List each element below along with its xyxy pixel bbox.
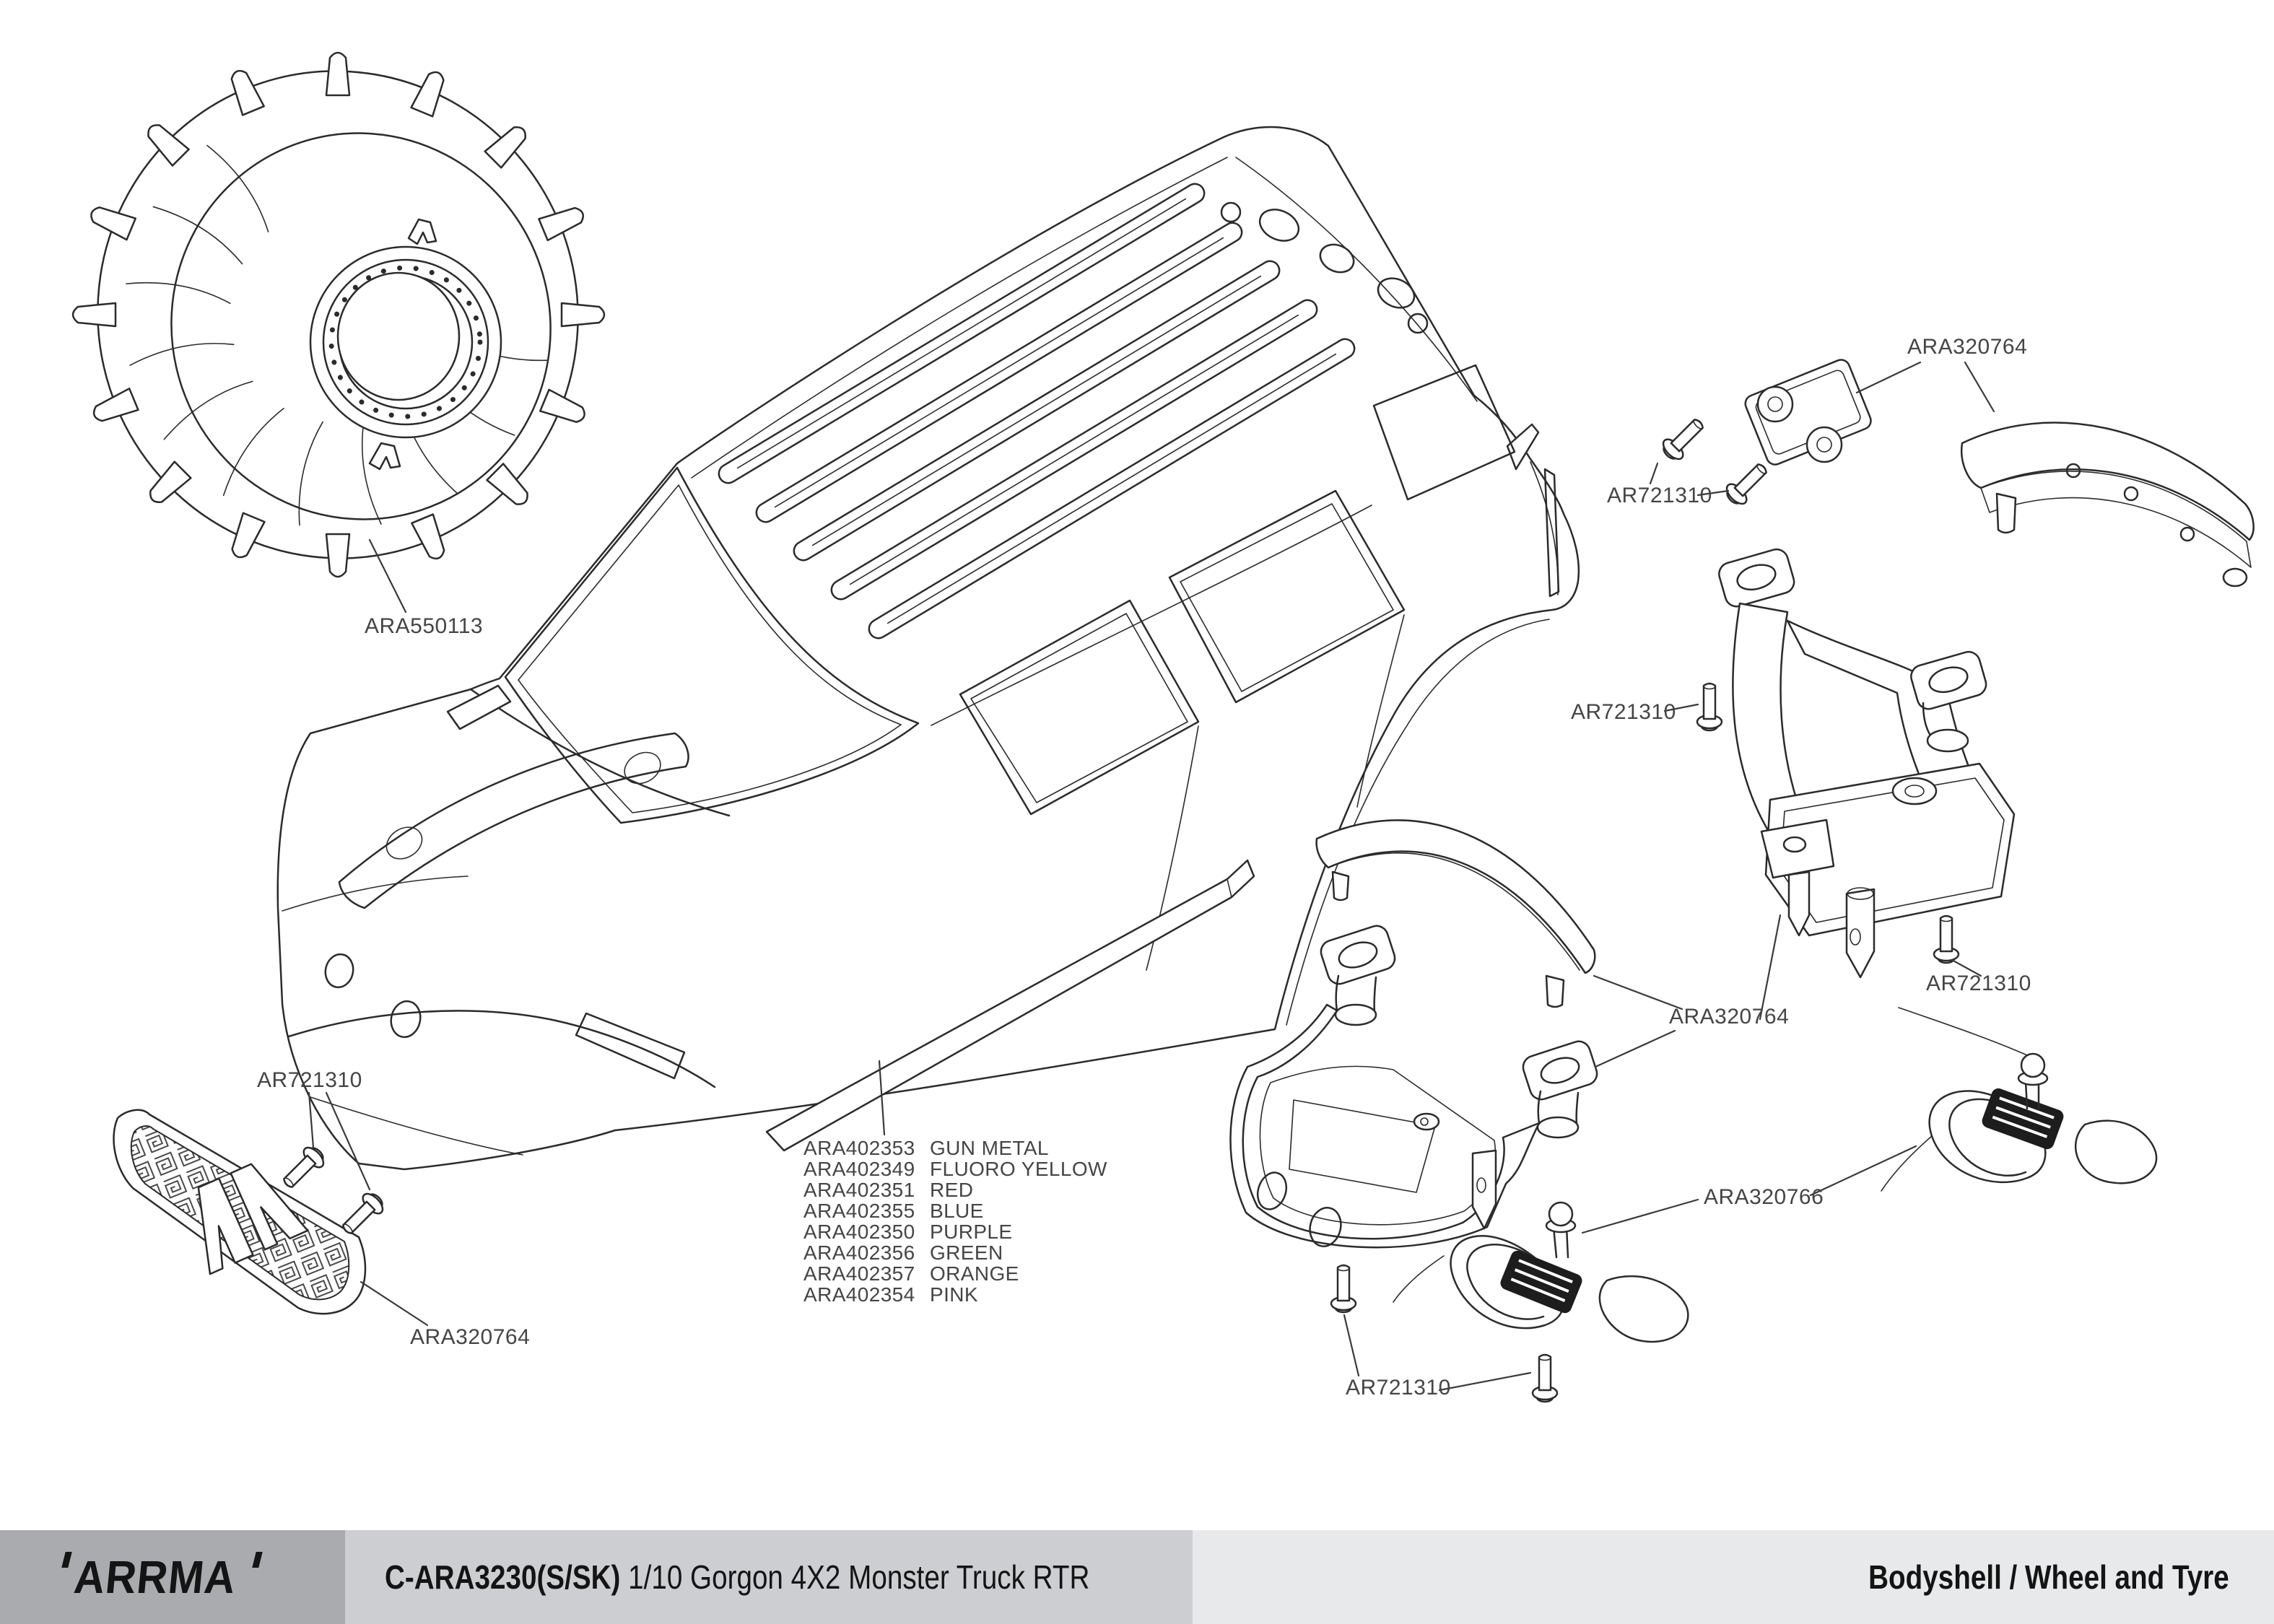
- logo-text: ARRMA: [71, 1551, 239, 1603]
- color-option-row: ARA402357 ORANGE: [803, 1263, 1107, 1284]
- rear-mount-tower-drawing: [1718, 548, 2016, 979]
- color-name: BLUE: [930, 1200, 984, 1222]
- color-option-row: ARA402349 FLUORO YELLOW: [803, 1158, 1107, 1179]
- color-part-number: ARA402350: [803, 1221, 915, 1243]
- footer-section-block: Bodyshell / Wheel and Tyre: [1193, 1530, 2274, 1624]
- bodyshell-drawing: [276, 126, 1580, 1171]
- wheel-tyre-drawing: [71, 51, 606, 578]
- color-option-row: ARA402351 RED: [803, 1179, 1107, 1200]
- color-option-row: ARA402356 GREEN: [803, 1242, 1107, 1263]
- light-pod-right-drawing: [1881, 1007, 2158, 1192]
- label-tyre-wheel: ARA550113: [365, 614, 484, 638]
- product-code: C-ARA3230(S/SK): [385, 1558, 621, 1596]
- color-part-number: ARA402351: [803, 1179, 915, 1201]
- logo-tick-right: [252, 1552, 263, 1568]
- body-color-options-list: ARA402353 GUN METAL ARA402349 FLUORO YEL…: [803, 1138, 1107, 1305]
- label-tower-pin-left: AR721310: [1571, 700, 1676, 724]
- footer-title-block: C-ARA3230(S/SK) 1/10 Gorgon 4X2 Monster …: [345, 1530, 1193, 1624]
- footer-logo-block: ARRMA: [0, 1530, 345, 1624]
- grille-arrma-logo: [197, 1163, 309, 1275]
- wheel-rim: [309, 218, 502, 471]
- color-part-number: ARA402349: [803, 1158, 915, 1180]
- rim-arrma-logo-top: [407, 218, 437, 245]
- color-name: GREEN: [930, 1241, 1003, 1264]
- color-name: ORANGE: [930, 1262, 1019, 1285]
- grille-drawing: [113, 1109, 367, 1315]
- label-rear-mount-pins: AR721310: [1607, 484, 1712, 507]
- rear-wing-drawing: [1960, 422, 2255, 588]
- color-name: PINK: [930, 1283, 978, 1306]
- leader-lines: [308, 361, 1995, 1392]
- color-part-number: ARA402354: [803, 1283, 915, 1306]
- label-tower-pin-right: AR721310: [1926, 972, 2031, 995]
- color-name: PURPLE: [930, 1221, 1013, 1243]
- color-part-number: ARA402357: [803, 1262, 915, 1285]
- label-grille: ARA320764: [410, 1325, 531, 1349]
- rim-arrma-logo-bottom: [368, 442, 401, 471]
- label-rear-mount-wing: ARA320764: [1907, 335, 2028, 359]
- color-option-row: ARA402354 PINK: [803, 1284, 1107, 1305]
- label-bracket-pins: AR721310: [1346, 1376, 1451, 1400]
- skirt-brace-drawing: [1315, 819, 1596, 1008]
- label-body-mounts-mid: ARA320764: [1669, 1005, 1790, 1029]
- color-name: FLUORO YELLOW: [930, 1158, 1107, 1180]
- color-name: GUN METAL: [930, 1137, 1049, 1159]
- logo-tick-left: [61, 1552, 72, 1568]
- label-light-pods: ARA320766: [1704, 1185, 1824, 1209]
- color-option-row: ARA402355 BLUE: [803, 1200, 1107, 1221]
- product-title: C-ARA3230(S/SK) 1/10 Gorgon 4X2 Monster …: [385, 1558, 1089, 1597]
- rear-mount-plate-drawing: [1744, 359, 1872, 466]
- label-grille-pins: AR721310: [257, 1068, 362, 1092]
- color-part-number: ARA402355: [803, 1200, 915, 1222]
- section-title: Bodyshell / Wheel and Tyre: [1868, 1558, 2229, 1596]
- color-name: RED: [930, 1179, 974, 1201]
- color-option-row: ARA402353 GUN METAL: [803, 1138, 1107, 1158]
- footer-bar: ARRMA C-ARA3230(S/SK) 1/10 Gorgon 4X2 Mo…: [0, 1530, 2274, 1624]
- color-part-number: ARA402356: [803, 1241, 915, 1264]
- color-part-number: ARA402353: [803, 1137, 915, 1159]
- front-mount-bracket-drawing: [1229, 925, 1598, 1249]
- roof-slats: [718, 183, 1356, 639]
- color-option-row: ARA402350 PURPLE: [803, 1221, 1107, 1242]
- product-name: 1/10 Gorgon 4X2 Monster Truck RTR: [620, 1558, 1090, 1596]
- arrma-logo: ARRMA: [59, 1550, 265, 1604]
- roof-band-holes: [1220, 157, 1478, 402]
- light-pod-left-drawing: [1393, 1201, 1689, 1343]
